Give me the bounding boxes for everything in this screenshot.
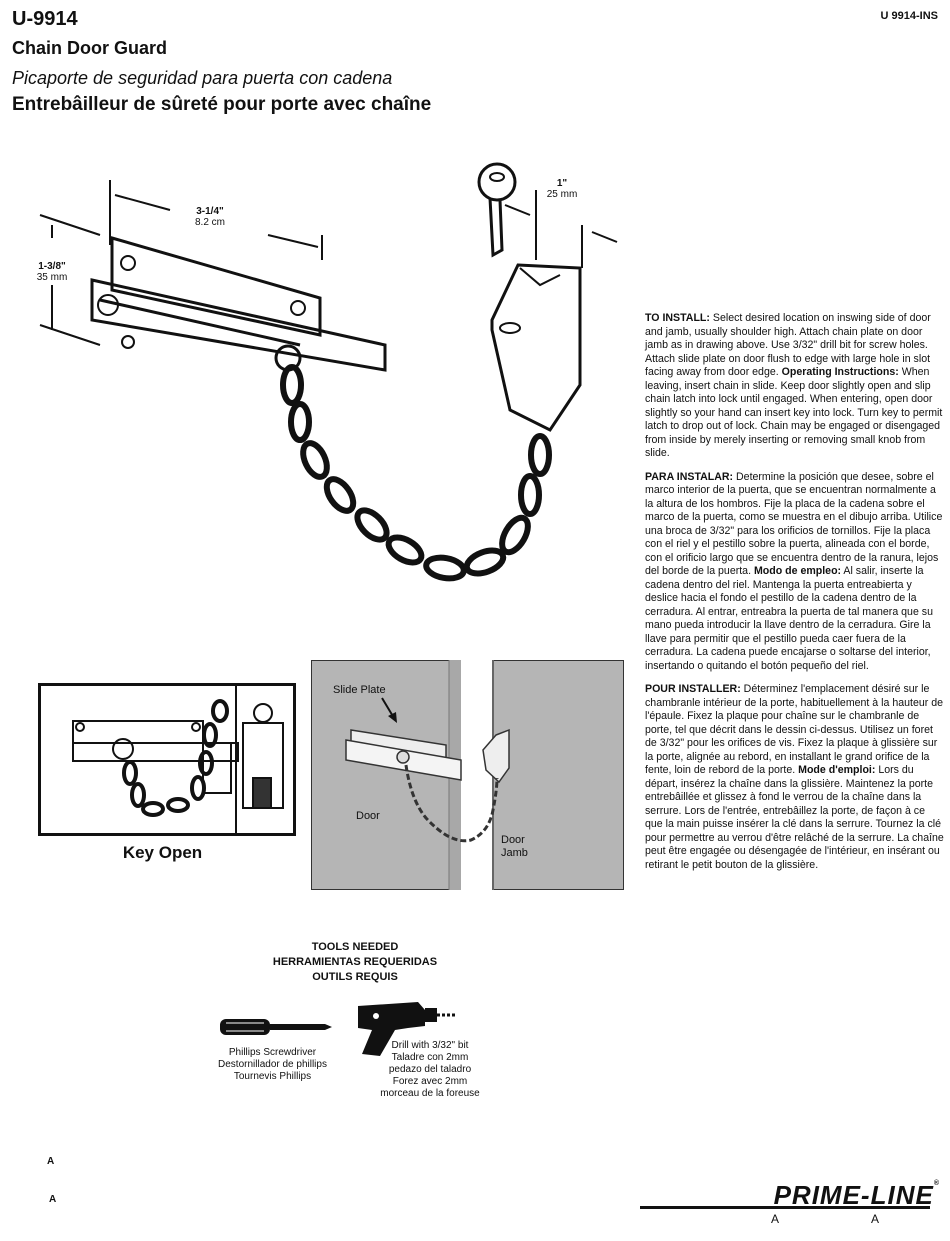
screwdriver-fr: Tournevis Phillips: [233, 1071, 312, 1082]
chain-photo: [404, 764, 499, 843]
tools-heading: TOOLS NEEDED HERRAMIENTAS REQUERIDAS OUT…: [250, 940, 460, 985]
es-operating-text: Al salir, inserte la cadena dentro del r…: [645, 565, 933, 672]
footer-mark: A: [49, 1194, 57, 1205]
door-gap: [461, 660, 493, 890]
fr-operating-label: Mode d'emploi:: [798, 764, 876, 776]
dim-line: [39, 324, 101, 346]
screwdriver-en: Phillips Screwdriver: [228, 1047, 317, 1058]
height-dimension: 1-3/8" 35 mm: [22, 261, 82, 283]
fr-install-text: Déterminez l'emplacement désiré sur le c…: [645, 683, 943, 776]
drill-fr-line1: Forez avec 2mm: [392, 1076, 468, 1087]
screwdriver-caption: Phillips Screwdriver Destornillador de p…: [205, 1047, 340, 1083]
door-jamb-label-line1: Door: [501, 834, 525, 846]
en-install-text: Select desired location on inswing side …: [645, 312, 931, 378]
slide-plate-label: Slide Plate: [333, 684, 386, 696]
key-open-figure: [38, 683, 296, 836]
door-jamb-label: Door Jamb: [501, 834, 528, 860]
drill-es-line1: Taladre con 2mm: [391, 1052, 469, 1063]
en-operating-text: When leaving, insert chain in slide. Kee…: [645, 366, 943, 459]
lock-body: [490, 263, 582, 432]
es-install-text: Determine la posición que desee, sobre e…: [645, 470, 943, 578]
screwdriver-es: Destornillador de phillips: [218, 1059, 327, 1070]
tools-heading-fr: OUTILS REQUIS: [312, 971, 398, 983]
dim-arrow: [591, 231, 618, 243]
en-operating-label: Operating Instructions:: [781, 366, 899, 378]
document-id: U 9914-INS: [880, 10, 938, 22]
screw: [121, 335, 135, 349]
en-install-label: TO INSTALL:: [645, 312, 710, 324]
drill-en: Drill with 3/32" bit: [391, 1040, 469, 1051]
depth-inches: 1": [556, 178, 568, 189]
screw: [290, 300, 306, 316]
title-english: Chain Door Guard: [12, 38, 168, 58]
depth-mm: 25 mm: [546, 189, 578, 200]
key-open-caption: Key Open: [122, 843, 203, 862]
screw: [120, 255, 136, 271]
screwdriver-icon: [220, 1019, 332, 1035]
title-french: Entrebâilleur de sûreté pour porte avec …: [12, 94, 432, 115]
dim-line: [39, 214, 101, 236]
tools-heading-en: TOOLS NEEDED: [311, 941, 399, 953]
height-mm: 35 mm: [36, 272, 68, 283]
slide-hole: [97, 294, 119, 316]
key-icon: [477, 162, 517, 202]
chain-guard-illustration: [39, 162, 618, 582]
tools-heading-es: HERRAMIENTAS REQUERIDAS: [272, 956, 438, 968]
slide-plate: [110, 236, 322, 337]
brand-logo: PRIME-LINE®: [774, 1180, 940, 1211]
fr-install-label: POUR INSTALLER:: [645, 683, 741, 695]
drill-caption: Drill with 3/32" bit Taladre con 2mm ped…: [360, 1040, 500, 1100]
width-dimension: 3-1/4" 8.2 cm: [180, 206, 240, 228]
es-install-label: PARA INSTALAR:: [645, 470, 734, 483]
footer-mark: A: [871, 1212, 880, 1226]
lock-body-photo: [482, 728, 510, 784]
drill-icon: [358, 1002, 456, 1056]
width-inches: 3-1/4": [196, 206, 224, 217]
slide-rail: [90, 278, 387, 372]
brand-name: PRIME-LINE: [773, 1180, 934, 1210]
chain: [280, 364, 552, 582]
instructions-column: TO INSTALL: Select desired location on i…: [645, 312, 945, 882]
slide-slot: [99, 298, 301, 347]
instructions-spanish: PARA INSTALAR: Determine la posición que…: [645, 471, 945, 674]
width-cm: 8.2 cm: [194, 217, 225, 228]
footer-mark: A: [47, 1156, 55, 1167]
dim-arrow: [267, 234, 319, 248]
es-operating-label: Modo de empleo:: [753, 565, 842, 577]
instructions-french: POUR INSTALLER: Déterminez l'emplacement…: [645, 683, 945, 872]
footer-mark: A: [771, 1212, 780, 1226]
installation-photo: [311, 660, 624, 890]
door-jamb-label-line2: Jamb: [501, 847, 528, 859]
model-number: U-9914: [12, 8, 78, 30]
dim-arrow: [114, 194, 171, 211]
depth-dimension: 1" 25 mm: [532, 178, 592, 200]
height-inches: 1-3/8": [38, 261, 66, 272]
fr-operating-text: Lors du départ, insérez la chaîne dans l…: [645, 764, 944, 871]
drill-es-line2: pedazo del taladro: [388, 1064, 472, 1075]
keyhole: [499, 322, 521, 334]
registered-mark: ®: [933, 1180, 940, 1187]
slide-plate-arrow: [381, 697, 397, 723]
drill-fr-line2: morceau de la foreuse: [380, 1088, 480, 1099]
door-label: Door: [356, 810, 380, 822]
logo-underline: [640, 1206, 930, 1209]
instructions-english: TO INSTALL: Select desired location on i…: [645, 312, 945, 461]
title-spanish: Picaporte de seguridad para puerta con c…: [12, 68, 393, 88]
dim-arrow: [504, 204, 531, 216]
